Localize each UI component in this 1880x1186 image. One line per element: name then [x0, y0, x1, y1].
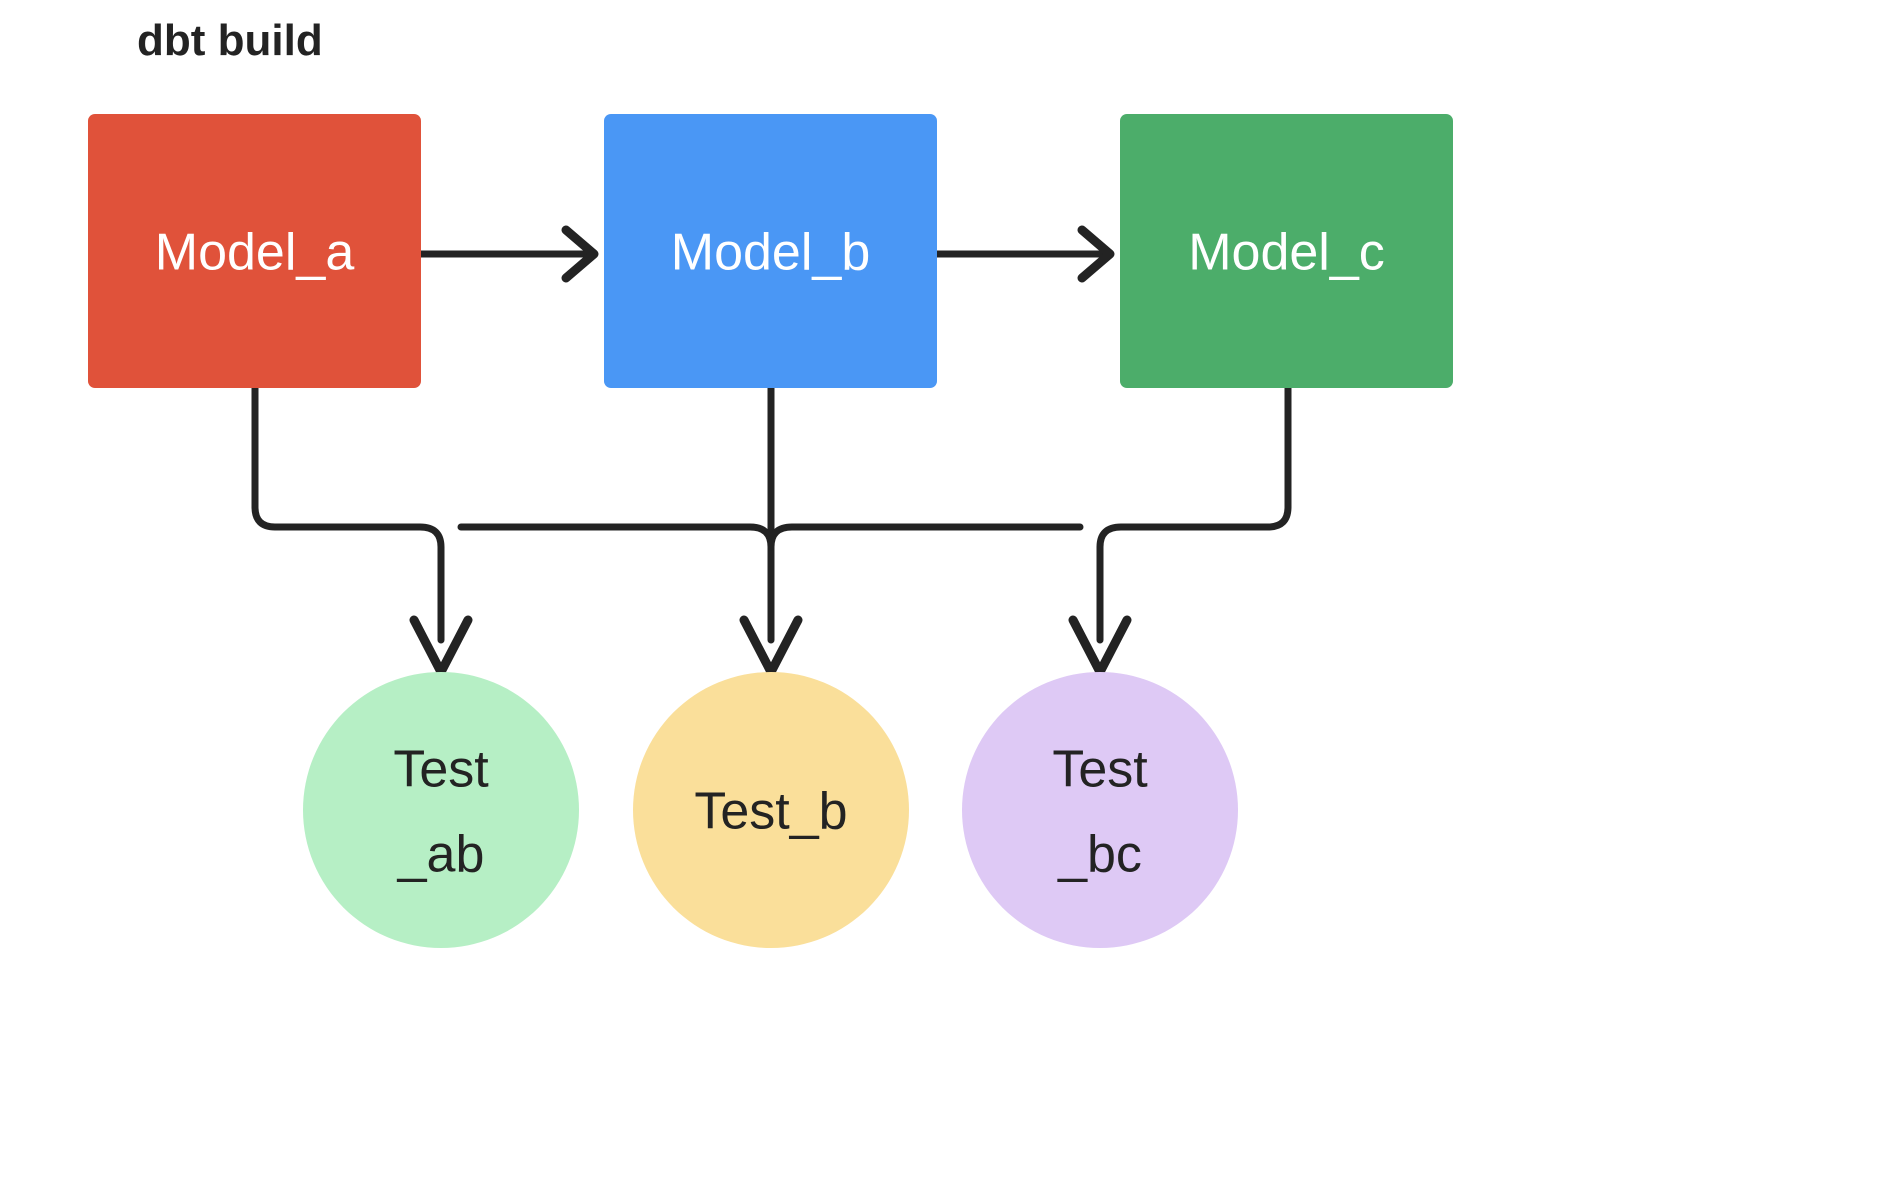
test-b-shape[interactable] — [633, 672, 909, 948]
model-b-label: Model_b — [671, 224, 870, 282]
edge-model-b-to-model-c — [933, 225, 1115, 283]
edge-model-a-to-model-b — [417, 225, 599, 283]
test-node-test_b[interactable]: Test_b — [633, 672, 909, 948]
edge-bus-right — [767, 523, 1084, 551]
model-c-label: Model_c — [1188, 224, 1385, 282]
model-node-model_a[interactable]: Model_a — [88, 114, 421, 388]
model-node-model_c[interactable]: Model_c — [1120, 114, 1453, 388]
model-node-model_b[interactable]: Model_b — [604, 114, 937, 388]
test-ab-label-line-1: Test — [393, 741, 489, 799]
edge-model-c-to-bus — [1096, 384, 1292, 644]
test-bc-shape[interactable] — [962, 672, 1238, 948]
test-bc-label-line-1: Test — [1052, 741, 1148, 799]
edge-bus-left — [457, 523, 775, 551]
test-bc-label-line-2: _bc — [1057, 826, 1142, 884]
test-node-test_bc[interactable]: Test _bc — [962, 672, 1238, 948]
edge-model-a-to-bus — [251, 384, 445, 644]
test-ab-shape[interactable] — [303, 672, 579, 948]
test-ab-label-line-2: _ab — [397, 826, 485, 884]
model-a-label: Model_a — [155, 224, 355, 282]
model-c-shape[interactable] — [1120, 114, 1453, 388]
edge-layer — [251, 225, 1292, 677]
test-node-test_ab[interactable]: Test _ab — [303, 672, 579, 948]
diagram-title: dbt build — [137, 16, 323, 65]
model-b-shape[interactable] — [604, 114, 937, 388]
model-a-shape[interactable] — [88, 114, 421, 388]
test-b-label-line-1: Test_b — [694, 783, 847, 841]
